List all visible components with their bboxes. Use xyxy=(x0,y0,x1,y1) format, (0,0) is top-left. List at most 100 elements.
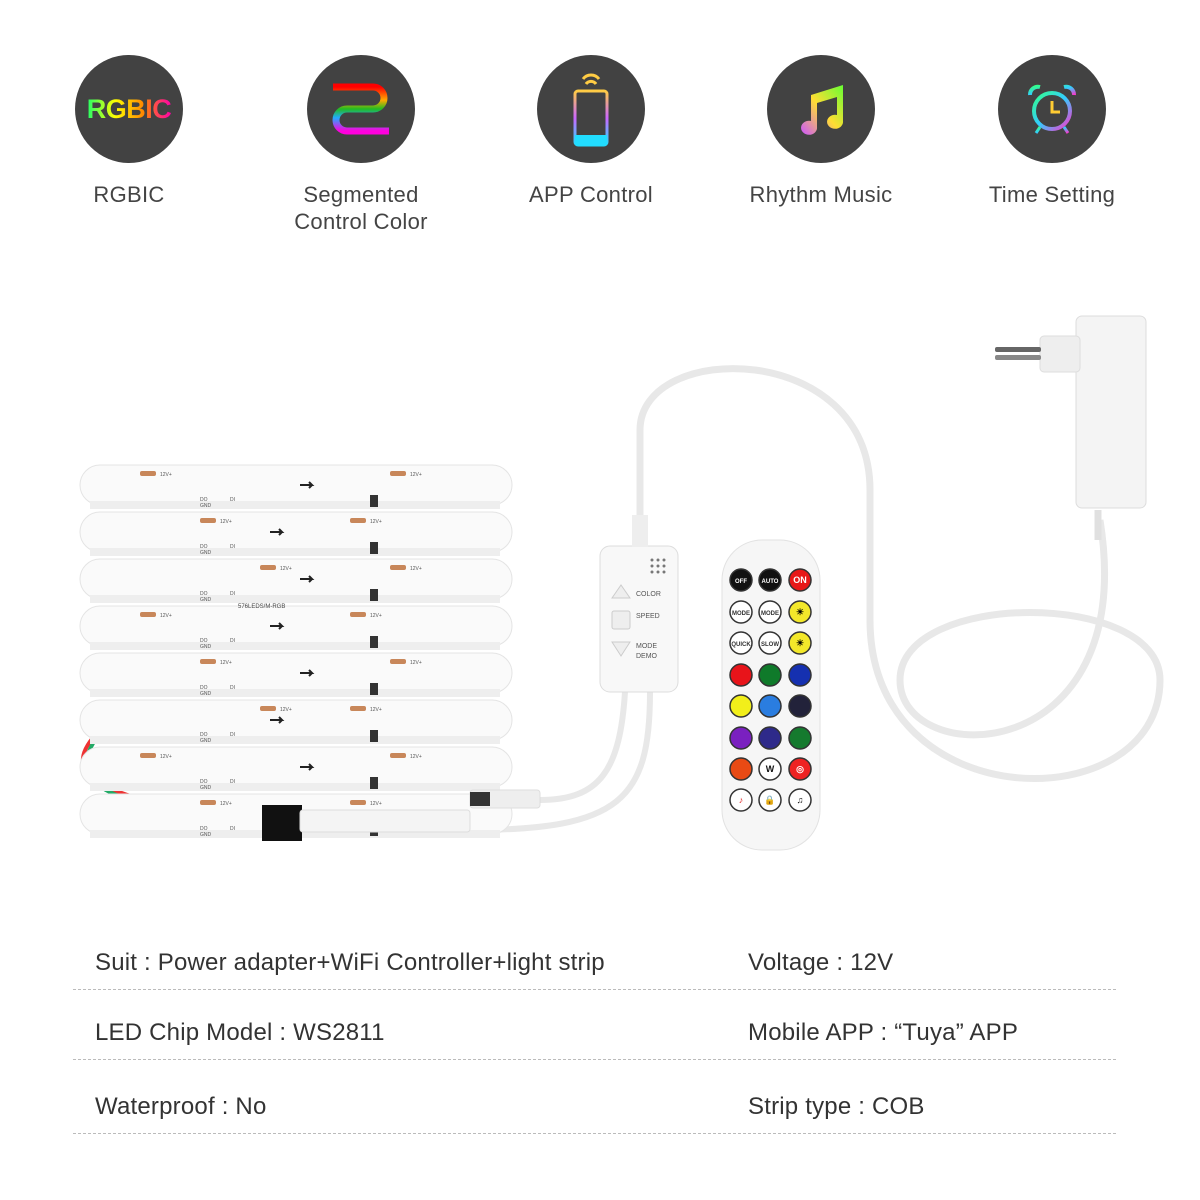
remote-slow-button[interactable]: SLOW xyxy=(758,631,782,655)
remote-color-button[interactable] xyxy=(788,663,812,687)
feature-rhythm-music: Rhythm Music xyxy=(706,55,936,208)
svg-text:12V+: 12V+ xyxy=(220,660,232,666)
spec-waterproof: Waterproof : No xyxy=(95,1093,267,1120)
speed-button[interactable] xyxy=(611,610,631,630)
spec-suit: Suit : Power adapter+WiFi Controller+lig… xyxy=(95,949,605,976)
strip-connector xyxy=(262,805,302,841)
svg-text:12V+: 12V+ xyxy=(220,519,232,525)
color-button[interactable] xyxy=(611,584,631,599)
remote-color-button[interactable] xyxy=(729,663,753,687)
svg-text:🔒: 🔒 xyxy=(764,795,775,805)
svg-text:DO: DO xyxy=(200,497,208,503)
remote-white-button[interactable]: W xyxy=(758,757,782,781)
remote-color-button[interactable] xyxy=(729,694,753,718)
svg-text:☀: ☀ xyxy=(796,638,804,648)
svg-text:576LEDS/M-RGB: 576LEDS/M-RGB xyxy=(238,604,285,610)
segmented-strip-icon xyxy=(307,55,415,163)
svg-text:DO: DO xyxy=(200,638,208,644)
svg-text:GND: GND xyxy=(200,785,212,791)
remote-music2-button[interactable]: ♫ xyxy=(788,788,812,812)
svg-text:12V+: 12V+ xyxy=(160,472,172,478)
remote-off-button[interactable]: OFF xyxy=(729,568,753,592)
svg-text:12V+: 12V+ xyxy=(410,566,422,572)
svg-text:12V+: 12V+ xyxy=(370,801,382,807)
svg-text:MODE: MODE xyxy=(761,611,779,617)
svg-text:AUTO: AUTO xyxy=(762,579,779,585)
feature-app-control: APP Control xyxy=(476,55,706,208)
svg-text:DO: DO xyxy=(200,591,208,597)
power-adapter xyxy=(995,315,1147,509)
feature-label: Time Setting xyxy=(988,182,1116,207)
smartphone-wifi-icon xyxy=(537,55,645,163)
remote-mode-up-button[interactable]: MODE xyxy=(729,600,753,624)
remote-rgb-button[interactable]: ◎ xyxy=(788,757,812,781)
wifi-controller: COLOR SPEED MODE DEMO xyxy=(599,515,679,693)
remote-on-button[interactable]: ON xyxy=(788,568,812,592)
svg-text:COLOR: COLOR xyxy=(636,591,661,598)
divider xyxy=(73,989,1116,990)
strip-band: 12V+ 12V+ DO DI GND xyxy=(79,652,513,697)
svg-text:GND: GND xyxy=(200,597,212,603)
svg-text:DI: DI xyxy=(230,591,235,597)
remote-color-button[interactable] xyxy=(788,694,812,718)
remote-brightness-down-button[interactable]: ☀ xyxy=(788,631,812,655)
spec-led-chip: LED Chip Model : WS2811 xyxy=(95,1019,385,1046)
svg-text:MODE: MODE xyxy=(732,611,750,617)
svg-text:DO: DO xyxy=(200,732,208,738)
svg-text:12V+: 12V+ xyxy=(160,613,172,619)
feature-label: RGBIC xyxy=(93,182,165,207)
svg-text:♪: ♪ xyxy=(739,795,744,805)
svg-text:GND: GND xyxy=(200,503,212,509)
remote-color-button[interactable] xyxy=(758,726,782,750)
spec-mobile-app: Mobile APP : “Tuya” APP xyxy=(748,1019,1019,1046)
svg-text:DI: DI xyxy=(230,779,235,785)
svg-text:DI: DI xyxy=(230,732,235,738)
remote-color-button[interactable] xyxy=(758,694,782,718)
remote-color-button[interactable] xyxy=(758,663,782,687)
svg-text:OFF: OFF xyxy=(735,579,747,585)
svg-text:12V+: 12V+ xyxy=(280,707,292,713)
remote-lock-button[interactable]: 🔒 xyxy=(758,788,782,812)
svg-text:12V+: 12V+ xyxy=(410,660,422,666)
svg-text:DO: DO xyxy=(200,779,208,785)
svg-text:GND: GND xyxy=(200,691,212,697)
remote-color-button[interactable] xyxy=(788,726,812,750)
cable xyxy=(636,365,1164,782)
svg-text:12V+: 12V+ xyxy=(410,472,422,478)
feature-label: APP Control xyxy=(529,182,653,207)
svg-text:12V+: 12V+ xyxy=(370,613,382,619)
svg-text:♫: ♫ xyxy=(797,795,804,805)
rgbic-icon: RGBIC xyxy=(75,55,183,163)
svg-text:DI: DI xyxy=(230,685,235,691)
remote-color-button[interactable] xyxy=(729,726,753,750)
svg-text:DI: DI xyxy=(230,638,235,644)
svg-text:DO: DO xyxy=(200,544,208,550)
svg-text:ON: ON xyxy=(793,575,807,585)
spec-strip-type: Strip type : COB xyxy=(748,1093,925,1120)
svg-text:W: W xyxy=(766,764,775,774)
mode-button[interactable] xyxy=(611,641,631,657)
remote-brightness-up-button[interactable]: ☀ xyxy=(788,600,812,624)
svg-text:12V+: 12V+ xyxy=(370,707,382,713)
remote-color-button[interactable] xyxy=(729,757,753,781)
svg-text:12V+: 12V+ xyxy=(280,566,292,572)
svg-text:DO: DO xyxy=(200,685,208,691)
remote-music1-button[interactable]: ♪ xyxy=(729,788,753,812)
svg-text:DO: DO xyxy=(200,826,208,832)
music-note-icon xyxy=(767,55,875,163)
remote-quick-button[interactable]: QUICK xyxy=(729,631,753,655)
svg-text:GND: GND xyxy=(200,644,212,650)
svg-text:GND: GND xyxy=(200,832,212,838)
feature-label: Rhythm Music xyxy=(749,182,893,207)
svg-text:SLOW: SLOW xyxy=(761,642,779,648)
spec-voltage: Voltage : 12V xyxy=(748,949,894,976)
divider xyxy=(73,1133,1116,1134)
remote-mode-down-button[interactable]: MODE xyxy=(758,600,782,624)
remote-auto-button[interactable]: AUTO xyxy=(758,568,782,592)
